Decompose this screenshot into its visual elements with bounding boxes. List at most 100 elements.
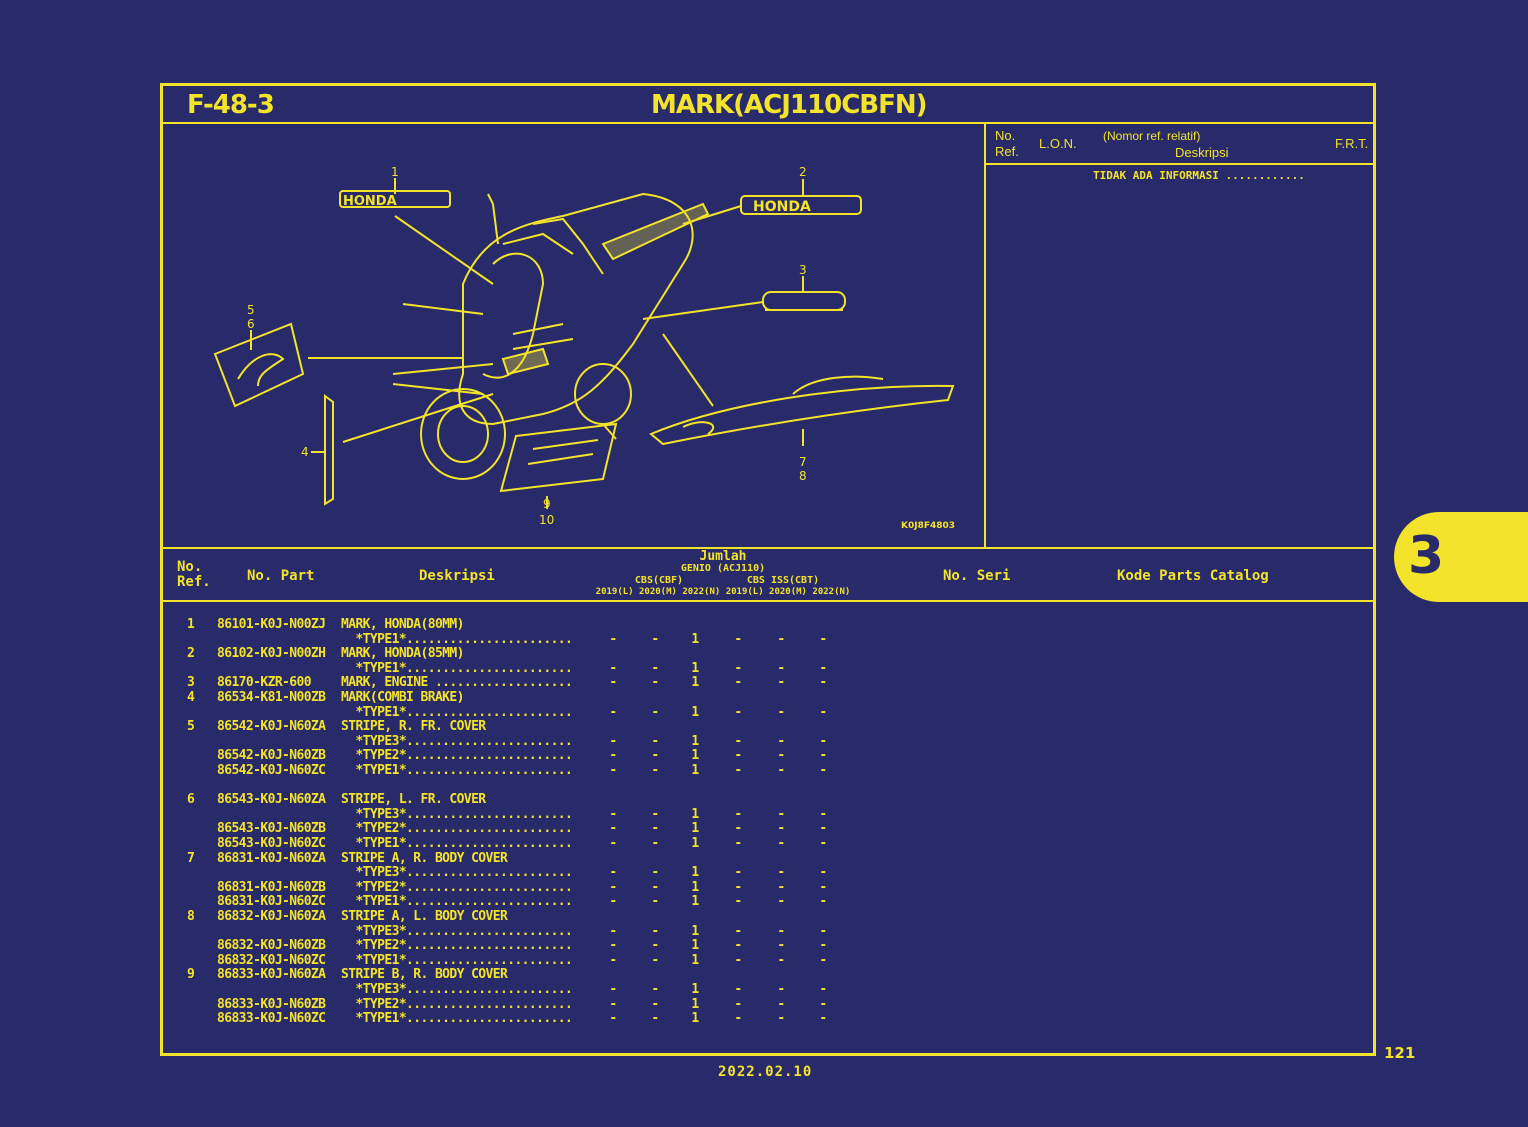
row-part: 86102-K0J-N00ZH xyxy=(217,646,326,662)
th-part: No. Part xyxy=(247,568,315,584)
row-qty-cell: - xyxy=(609,923,617,939)
table-top-divider xyxy=(163,547,1373,549)
row-ref: 3 xyxy=(187,675,195,691)
row-part: 86831-K0J-N60ZB xyxy=(217,879,326,895)
row-qty-cell: - xyxy=(819,996,827,1012)
row-ref: 6 xyxy=(187,792,195,808)
row-qty-cell: - xyxy=(777,1011,785,1027)
row-qty-cell: - xyxy=(651,1011,659,1027)
row-qty-cell: - xyxy=(777,806,785,822)
row-ref: 7 xyxy=(187,850,195,866)
row-qty-cell: 1 xyxy=(691,865,699,881)
th-cbs-iss: CBS ISS(CBT) xyxy=(746,575,820,586)
row-desc: *TYPE1*....................... xyxy=(341,894,573,910)
row-qty-cell: 1 xyxy=(691,806,699,822)
row-qty-cell: - xyxy=(609,982,617,997)
print-date: 2022.02.10 xyxy=(718,1064,813,1080)
section-tab-label: 3 xyxy=(1408,526,1445,586)
row-qty-cell: - xyxy=(734,763,742,778)
row-qty-cell: - xyxy=(819,821,827,837)
row-ref: 9 xyxy=(187,967,195,983)
side-note: TIDAK ADA INFORMASI ............ xyxy=(1093,169,1305,182)
row-qty-cell: - xyxy=(777,894,785,910)
row-part: 86543-K0J-N60ZB xyxy=(217,821,326,837)
row-qty-cell: - xyxy=(777,879,785,895)
row-desc: *TYPE2*....................... xyxy=(341,938,573,954)
row-desc: STRIPE, R. FR. COVER xyxy=(341,719,486,735)
row-desc: MARK(COMBI BRAKE) xyxy=(341,690,464,705)
row-qty-cell: - xyxy=(734,704,742,720)
row-qty-cell: - xyxy=(734,1011,742,1027)
row-desc: *TYPE1*....................... xyxy=(341,836,573,851)
callout-10: 10 xyxy=(539,513,554,527)
row-desc: *TYPE3*....................... xyxy=(341,865,573,881)
row-desc: *TYPE3*....................... xyxy=(341,806,573,822)
row-qty-cell: - xyxy=(777,952,785,968)
row-desc: STRIPE A, R. BODY COVER xyxy=(341,850,508,866)
row-part: 86534-K81-N00ZB xyxy=(217,690,326,705)
row-qty-cell: - xyxy=(651,894,659,910)
row-qty-cell: - xyxy=(734,806,742,822)
row-desc: *TYPE1*....................... xyxy=(341,1011,573,1027)
row-part: 86833-K0J-N60ZB xyxy=(217,996,326,1012)
row-qty-cell: - xyxy=(651,923,659,939)
row-qty-cell: - xyxy=(651,748,659,764)
section-tab[interactable]: 3 xyxy=(1394,512,1528,602)
callout-6: 6 xyxy=(247,317,255,331)
row-qty-cell: - xyxy=(819,748,827,764)
row-qty-cell: 1 xyxy=(691,923,699,939)
row-qty-cell: - xyxy=(609,675,617,691)
brand-text-1: HONDA xyxy=(343,194,397,209)
row-qty-cell: - xyxy=(651,821,659,837)
row-qty-cell: - xyxy=(651,704,659,720)
side-header-divider xyxy=(984,163,1373,165)
stripe-decal-icon xyxy=(213,322,955,506)
row-qty-cell: - xyxy=(609,763,617,778)
row-qty-cell: - xyxy=(609,1011,617,1027)
row-qty-cell: 1 xyxy=(691,704,699,720)
row-qty-cell: 1 xyxy=(691,836,699,851)
th-catalog: Kode Parts Catalog xyxy=(1117,568,1269,584)
row-ref: 8 xyxy=(187,909,195,924)
parts-diagram: 1 2 3 4 5 6 7 8 9 10 HONDA HONDA K0J8F48… xyxy=(213,165,955,531)
row-qty-cell: - xyxy=(777,631,785,647)
row-qty-cell: - xyxy=(819,952,827,968)
row-ref: 5 xyxy=(187,719,195,735)
row-qty-cell: - xyxy=(609,952,617,968)
row-qty-cell: - xyxy=(777,938,785,954)
row-qty-cell: - xyxy=(734,996,742,1012)
row-part: 86832-K0J-N60ZC xyxy=(217,952,326,968)
row-qty-cell: - xyxy=(609,865,617,881)
row-desc: *TYPE2*....................... xyxy=(341,996,573,1012)
row-desc: *TYPE1*....................... xyxy=(341,660,573,676)
th-qty: Jumlah xyxy=(699,549,747,564)
row-qty-cell: - xyxy=(609,836,617,851)
row-qty-cell: 1 xyxy=(691,894,699,910)
row-qty-cell: 1 xyxy=(691,675,699,691)
row-qty-cell: - xyxy=(609,748,617,764)
row-qty-cell: - xyxy=(651,982,659,997)
row-qty-cell: - xyxy=(819,631,827,647)
row-qty-cell: 1 xyxy=(691,631,699,647)
row-qty-cell: - xyxy=(777,763,785,778)
row-qty-cell: - xyxy=(819,704,827,720)
side-col-frt: F.R.T. xyxy=(1335,136,1369,151)
diagram-code: K0J8F4803 xyxy=(901,521,955,531)
row-qty-cell: - xyxy=(777,923,785,939)
row-qty-cell: - xyxy=(819,923,827,939)
row-qty-cell: 1 xyxy=(691,938,699,954)
row-qty-cell: - xyxy=(819,982,827,997)
row-part: 86833-K0J-N60ZA xyxy=(217,967,326,983)
row-qty-cell: - xyxy=(609,733,617,749)
table-header-divider xyxy=(163,600,1373,602)
row-qty-cell: - xyxy=(651,733,659,749)
row-qty-cell: 1 xyxy=(691,879,699,895)
row-part: 86833-K0J-N60ZC xyxy=(217,1011,326,1027)
row-part: 86831-K0J-N60ZC xyxy=(217,894,326,910)
row-qty-cell: 1 xyxy=(691,1011,699,1027)
row-qty-cell: - xyxy=(819,660,827,676)
callout-3: 3 xyxy=(799,263,807,277)
row-part: 86170-KZR-600 xyxy=(217,675,312,691)
row-qty-cell: - xyxy=(777,865,785,881)
row-qty-cell: 1 xyxy=(691,952,699,968)
